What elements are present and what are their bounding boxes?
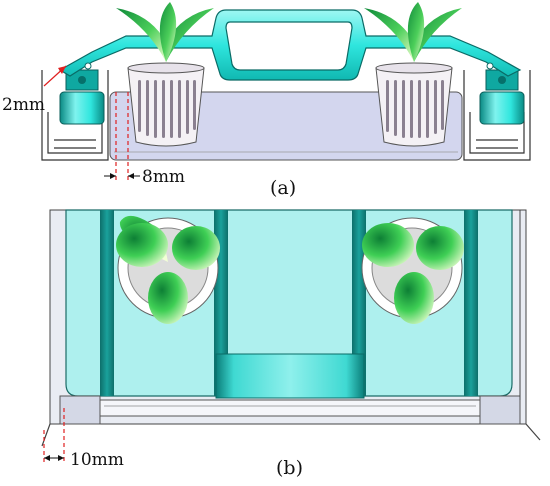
dimension-10mm: 10mm <box>43 408 124 470</box>
left-roller <box>59 69 105 125</box>
caption-a: (a) <box>270 177 296 199</box>
right-bracket <box>463 70 531 161</box>
caption-b: (b) <box>276 457 303 479</box>
plant-left <box>116 215 220 324</box>
top-frame <box>58 9 522 81</box>
label-2mm: 2mm <box>2 95 45 115</box>
dimension-8mm: 8mm <box>104 92 185 187</box>
right-roller <box>479 69 525 125</box>
panel-a: 2mm 8mm (a) <box>2 2 531 199</box>
pillar-4 <box>464 210 478 396</box>
pillar-1 <box>100 210 114 396</box>
net-pot-right <box>364 2 462 147</box>
panel-b: 10mm (b) <box>41 209 541 479</box>
pillar-3 <box>352 210 366 396</box>
net-pot-left <box>116 2 214 147</box>
dimension-2mm: 2mm <box>2 65 67 115</box>
left-bracket <box>41 70 109 161</box>
label-8mm: 8mm <box>142 167 185 187</box>
label-10mm: 10mm <box>70 450 124 470</box>
plant-right <box>361 217 464 324</box>
center-recess <box>215 353 365 399</box>
